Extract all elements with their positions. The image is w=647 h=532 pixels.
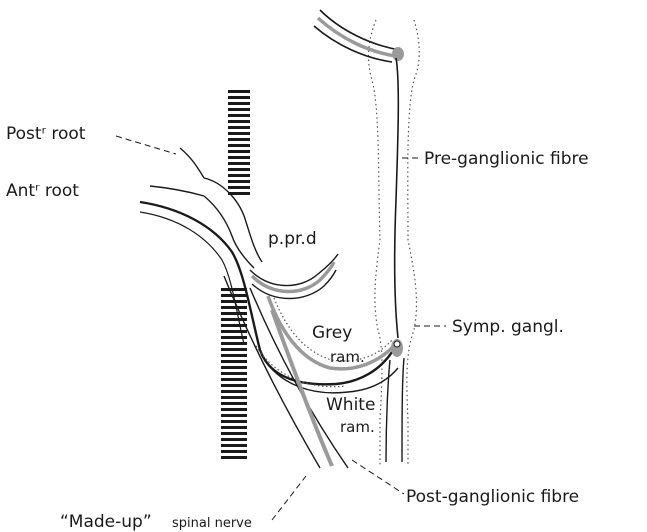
- leader-post-root: [116, 136, 176, 154]
- trunk-top-grey: [318, 18, 396, 56]
- label-grey-ram-1: Grey: [312, 323, 352, 343]
- upper-ganglion-knob: [392, 47, 404, 61]
- vertebra-upper: [228, 88, 250, 198]
- leader-made-up: [272, 476, 306, 520]
- label-symp-gangl: Symp. gangl.: [452, 317, 564, 337]
- label-spinal-nerve: spinal nerve: [172, 516, 252, 531]
- post-root-upper: [180, 148, 204, 178]
- symp-chain-outline-right: [407, 20, 419, 465]
- vertebra-lower: [221, 288, 247, 460]
- label-white-ram-2: ram.: [340, 418, 375, 436]
- symp-ganglion-dot: [394, 341, 400, 347]
- chain-lower-right: [402, 358, 404, 462]
- pre-ganglionic-fibre: [395, 58, 399, 338]
- label-post-ganglionic: Post-ganglionic fibre: [406, 487, 579, 507]
- label-post-root: Postʳ root: [6, 124, 86, 144]
- pprd-outer: [250, 254, 338, 286]
- leader-post-ganglionic: [352, 460, 404, 494]
- label-made-up: “Made-up”: [60, 512, 152, 532]
- label-white-ram-1: White: [326, 395, 375, 415]
- label-pprd: p.pr.d: [268, 229, 317, 249]
- label-grey-ram-2: ram.: [330, 348, 365, 366]
- label-pre-ganglionic: Pre-ganglionic fibre: [424, 149, 589, 169]
- chain-lower-left: [386, 360, 390, 462]
- label-ant-root: Antʳ root: [6, 181, 79, 201]
- post-root-lower: [150, 186, 204, 196]
